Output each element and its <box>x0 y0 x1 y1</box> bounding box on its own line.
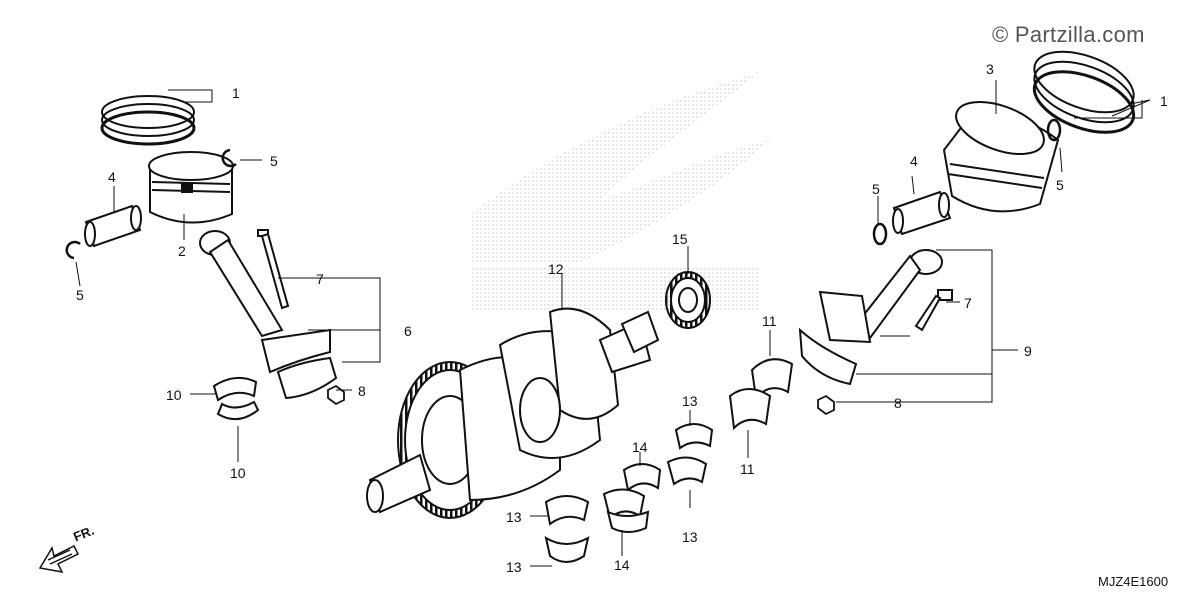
callout-8-right: 8 <box>894 395 902 411</box>
main-bearing-lower[interactable] <box>728 388 772 431</box>
callout-13-middle-left: 13 <box>506 509 522 525</box>
callout-12: 12 <box>548 261 564 277</box>
leader-lines <box>75 80 1151 567</box>
right-circlip-lower[interactable] <box>872 222 888 246</box>
left-piston-pin[interactable] <box>84 204 142 248</box>
callout-5-lower-right: 5 <box>872 181 880 197</box>
left-rod-nut[interactable] <box>327 384 345 406</box>
crank-bearings[interactable] <box>544 423 714 563</box>
left-circlip-lower[interactable] <box>65 240 81 260</box>
callout-4-left: 4 <box>108 169 116 185</box>
timing-sprocket[interactable] <box>665 271 711 329</box>
callout-13-upper-right: 13 <box>682 393 698 409</box>
right-connecting-rod[interactable] <box>798 249 943 386</box>
callout-7-right: 7 <box>964 295 972 311</box>
callout-5-upper-right: 5 <box>1056 177 1064 193</box>
front-direction-arrow-icon <box>38 544 80 574</box>
callout-7-left: 7 <box>316 271 324 287</box>
callout-11-upper: 11 <box>762 313 777 329</box>
callout-9: 9 <box>1024 343 1032 359</box>
right-rod-nut[interactable] <box>817 394 835 416</box>
right-piston[interactable] <box>942 92 1060 213</box>
callout-2: 2 <box>178 243 186 259</box>
callout-13-bottom-left: 13 <box>506 559 522 575</box>
callout-3: 3 <box>986 61 994 77</box>
right-piston-pin[interactable] <box>892 190 952 236</box>
callout-14-lower: 14 <box>614 557 630 573</box>
callout-1-right: 1 <box>1160 93 1168 109</box>
callout-4-right: 4 <box>910 153 918 169</box>
right-rod-bolt[interactable] <box>914 289 953 332</box>
left-connecting-rod[interactable] <box>199 230 338 400</box>
callout-6: 6 <box>404 323 412 339</box>
callout-labels: 1 1 2 3 4 4 5 5 5 5 6 7 7 8 8 9 10 10 11… <box>76 61 1168 575</box>
left-piston[interactable] <box>148 151 234 224</box>
callout-5-upper-left: 5 <box>270 153 278 169</box>
callout-5-lower-left: 5 <box>76 287 84 303</box>
callout-10-lower: 10 <box>230 465 246 481</box>
callout-1-left: 1 <box>232 85 240 101</box>
crankshaft[interactable] <box>366 307 660 519</box>
left-circlip-upper[interactable] <box>221 148 237 168</box>
left-rod-bearing[interactable] <box>212 376 260 421</box>
callout-11-lower: 11 <box>740 461 755 477</box>
callout-10-upper: 10 <box>166 387 182 403</box>
callout-14-upper: 14 <box>632 439 648 455</box>
right-piston-rings[interactable] <box>1026 40 1142 144</box>
brand-watermark <box>470 72 770 310</box>
callout-8-left: 8 <box>358 383 366 399</box>
right-circlip-upper[interactable] <box>1046 118 1062 142</box>
copyright-watermark: © Partzilla.com <box>992 22 1145 47</box>
left-rod-bolt[interactable] <box>257 229 290 310</box>
left-piston-rings[interactable] <box>100 95 196 146</box>
callout-13-lower-right: 13 <box>682 529 698 545</box>
diagram-code: MJZ4E1600 <box>1098 574 1169 589</box>
callout-15: 15 <box>672 231 688 247</box>
